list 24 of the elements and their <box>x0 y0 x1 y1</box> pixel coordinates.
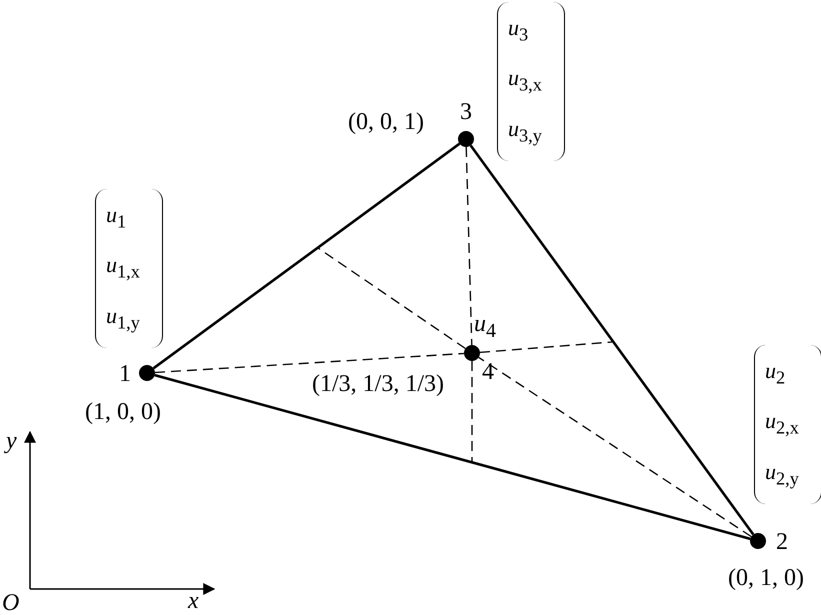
element-edge <box>154 374 751 540</box>
column-vector: u$_{3}$ u$_{3,x}$ u$_{3,y}$ <box>497 2 565 162</box>
axis-label: x <box>188 588 199 614</box>
node-number: 4 <box>482 359 494 385</box>
node-number: 3 <box>460 99 472 125</box>
node-number: 1 <box>119 361 131 387</box>
node-number: 2 <box>776 529 788 555</box>
variable-label: u$_{4}$ <box>474 311 496 344</box>
element-edge <box>152 142 460 370</box>
column-vector: u$_{2}$ u$_{2,x}$ u$_{2,y}$ <box>754 345 821 504</box>
coordinate-label: (1, 0, 0) <box>85 399 161 425</box>
column-vector: u$_{1}$ u$_{1,x}$ u$_{1,y}$ <box>95 189 163 348</box>
coordinate-label: (0, 1, 0) <box>728 565 804 591</box>
median-line <box>478 356 752 538</box>
median-line <box>480 341 612 354</box>
axis-label: y <box>6 428 17 454</box>
median-line <box>471 361 473 463</box>
median-line <box>318 247 466 350</box>
axis-label: O <box>2 590 20 615</box>
median-line <box>466 146 472 346</box>
coordinate-label: (0, 0, 1) <box>348 109 424 135</box>
median-line <box>154 352 464 374</box>
element-edge <box>470 144 754 536</box>
coordinate-label: (1/3, 1/3, 1/3) <box>312 371 444 397</box>
